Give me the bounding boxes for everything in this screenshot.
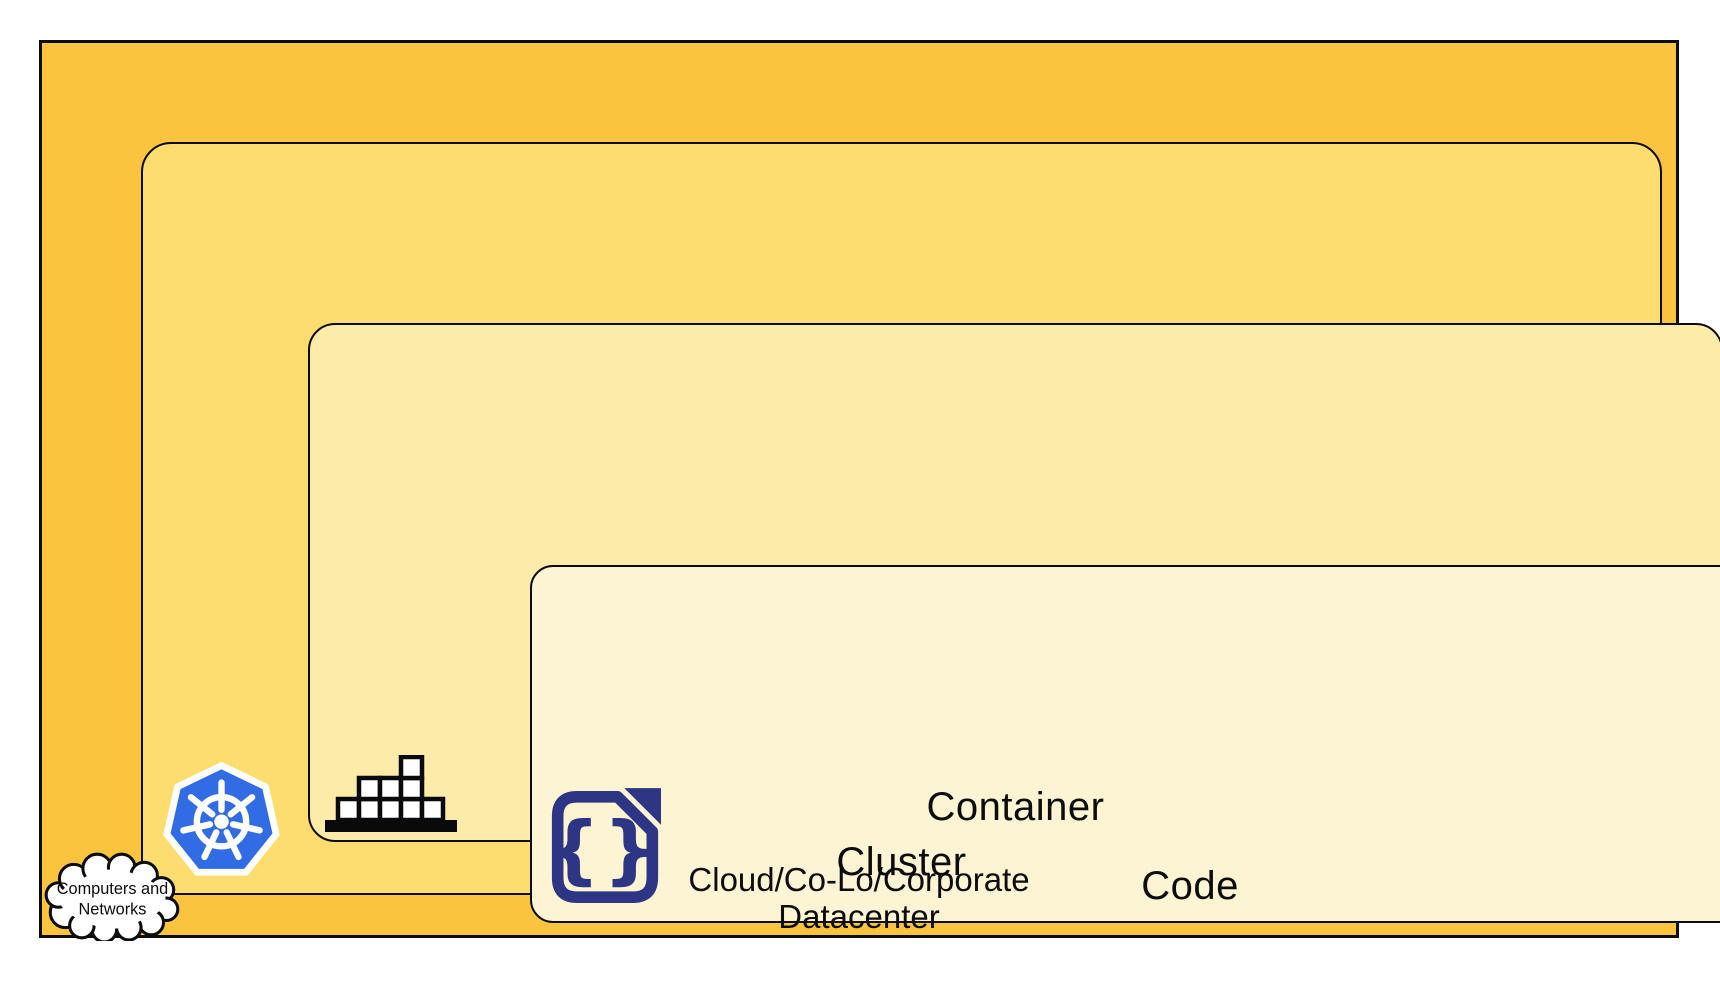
layer-cluster-box: {} Code [141,142,1720,923]
code-label: Code [1141,864,1239,908]
kubernetes-helm-icon [163,762,280,876]
container-label: Container [926,785,1105,829]
cloud-icon: Computers and Networks [38,851,188,941]
code-file-icon: {} [549,788,661,903]
cloud-text-line2: Networks [78,900,146,918]
layer-code-box: {} Code [530,565,1720,923]
datacenter-label-line2: Datacenter [778,897,940,935]
cloud-text-line1: Computers and [57,880,169,898]
datacenter-label-line1: Cloud/Co-Lo/Corporate [688,861,1030,898]
layer-container-box: {} Code [308,323,1720,923]
container-stack-icon [325,755,457,832]
cluster-label: Cluster [836,840,967,884]
svg-text:{}: {} [549,805,660,893]
datacenter-label: Cloud/Co-Lo/Corporate Datacenter [42,861,1676,935]
layer-datacenter-box: {} Code [39,40,1720,938]
